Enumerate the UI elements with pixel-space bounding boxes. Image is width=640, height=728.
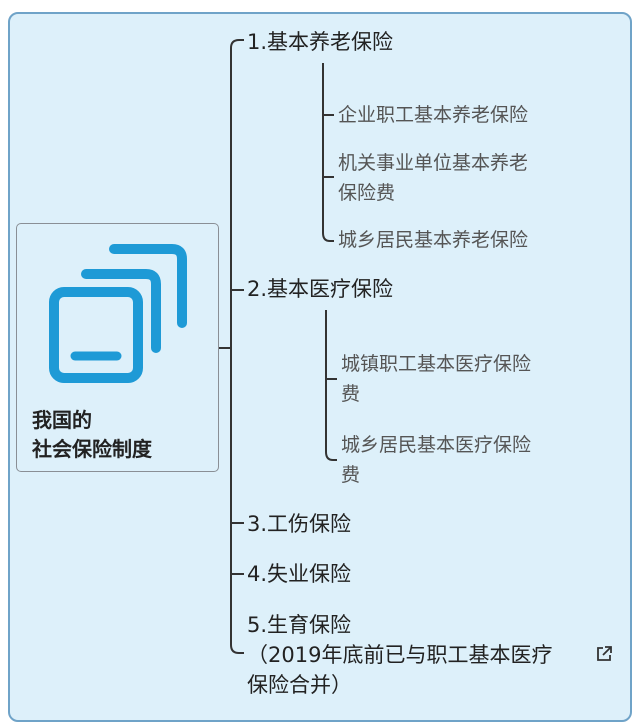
maternity-note-line2: 保险合并） <box>247 673 352 697</box>
node-public-institution-pension-line2[interactable]: 保险费 <box>338 182 396 204</box>
root-title-line2: 社会保险制度 <box>32 437 152 461</box>
branch-basic-pension[interactable]: 1.基本养老保险 <box>247 30 394 54</box>
stacked-windows-icon <box>49 244 187 383</box>
root-title: 我国的 社会保险制度 <box>32 406 152 464</box>
branch-unemployment[interactable]: 4.失业保险 <box>247 562 352 586</box>
branch-basic-medical[interactable]: 2.基本医疗保险 <box>247 277 394 301</box>
branch-work-injury[interactable]: 3.工伤保险 <box>247 512 352 536</box>
branch-maternity[interactable]: 5.生育保险 <box>247 613 352 637</box>
maternity-note-line1: （2019年底前已与职工基本医疗 <box>247 643 553 667</box>
node-urban-employee-medical-line2[interactable]: 费 <box>341 383 361 405</box>
external-link-icon[interactable] <box>595 645 613 663</box>
node-urban-employee-medical-line1[interactable]: 城镇职工基本医疗保险 <box>341 353 532 375</box>
node-enterprise-pension[interactable]: 企业职工基本养老保险 <box>338 104 529 126</box>
root-title-line1: 我国的 <box>32 408 92 432</box>
node-public-institution-pension-line1[interactable]: 机关事业单位基本养老 <box>338 152 529 174</box>
node-urban-rural-pension[interactable]: 城乡居民基本养老保险 <box>338 229 529 251</box>
node-urban-rural-medical-line2[interactable]: 费 <box>341 464 361 486</box>
node-urban-rural-medical-line1[interactable]: 城乡居民基本医疗保险 <box>341 434 532 456</box>
